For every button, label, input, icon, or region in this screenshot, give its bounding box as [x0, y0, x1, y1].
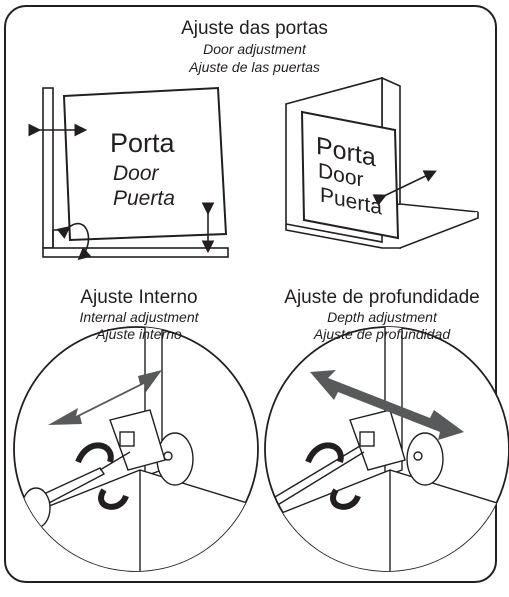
left-section-title: Ajuste Interno: [80, 287, 198, 308]
left-section-subtitle-es: Ajuste interno: [96, 326, 182, 342]
depth-adjustment-detail: [264, 326, 509, 572]
internal-adjustment-detail: [13, 326, 259, 572]
left-door-label-es: Puerta: [113, 187, 175, 210]
right-section-subtitle-es: Ajuste de profundidad: [313, 326, 451, 342]
left-section-subtitle-en: Internal adjustment: [79, 309, 199, 325]
header-subtitle-en: Door adjustment: [203, 41, 306, 57]
outer-frame: [4, 5, 497, 583]
left-door-label-en: Door: [113, 162, 159, 185]
left-door-diagram: [28, 86, 229, 261]
header-title: Ajuste das portas: [181, 18, 328, 39]
right-section-subtitle-en: Depth adjustment: [327, 309, 437, 325]
header-subtitle-es: Ajuste de las puertas: [189, 59, 320, 75]
left-door-label-pt: Porta: [110, 128, 175, 158]
right-section-title: Ajuste de profundidade: [284, 287, 480, 308]
right-door-diagram: [285, 76, 479, 250]
